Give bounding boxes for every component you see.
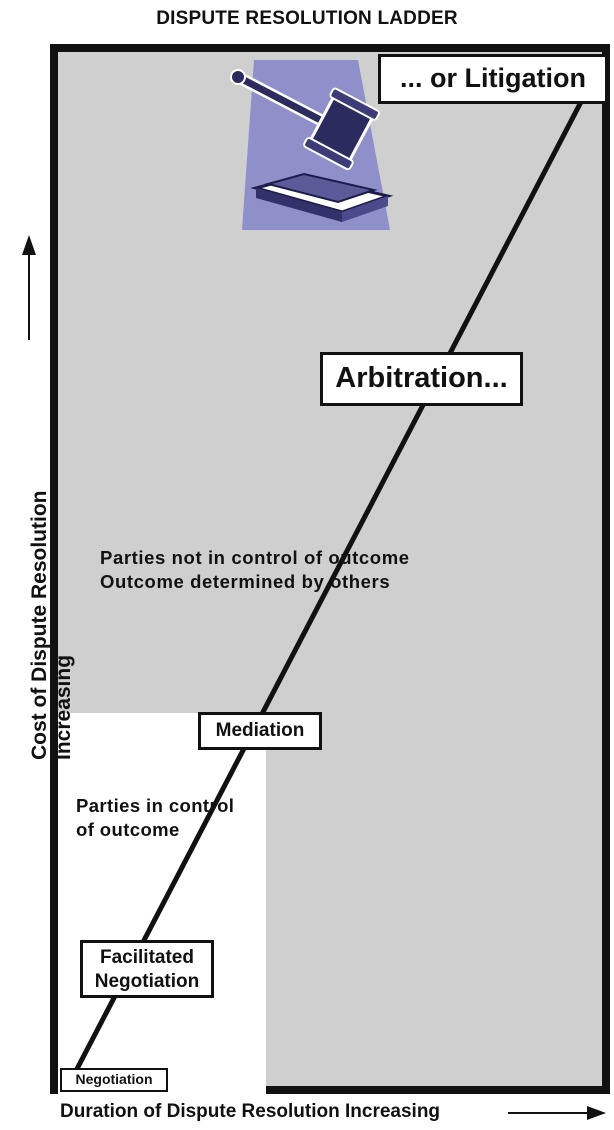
- x-axis-label: Duration of Dispute Resolution Increasin…: [60, 1101, 441, 1122]
- escalation-line: [63, 98, 585, 1092]
- step-arbitration: Arbitration...: [320, 352, 523, 406]
- note-in-control: Parties in control of outcome: [76, 795, 235, 841]
- step-mediation: Mediation: [198, 712, 322, 750]
- ladder-frame: [50, 44, 610, 1094]
- diagram-title: DISPUTE RESOLUTION LADDER: [156, 8, 458, 29]
- gavel-icon: [230, 60, 394, 230]
- y-axis-label: Cost of Dispute Resolution Increasing: [28, 490, 75, 761]
- step-negotiation: Negotiation: [60, 1068, 168, 1092]
- step-facilitated-negotiation: Facilitated Negotiation: [80, 940, 214, 998]
- arrow-right-icon: [508, 1106, 606, 1120]
- arrow-up-icon: [22, 235, 36, 340]
- note-not-in-control: Parties not in control of outcome Outcom…: [100, 547, 410, 593]
- step-litigation: ... or Litigation: [378, 54, 608, 104]
